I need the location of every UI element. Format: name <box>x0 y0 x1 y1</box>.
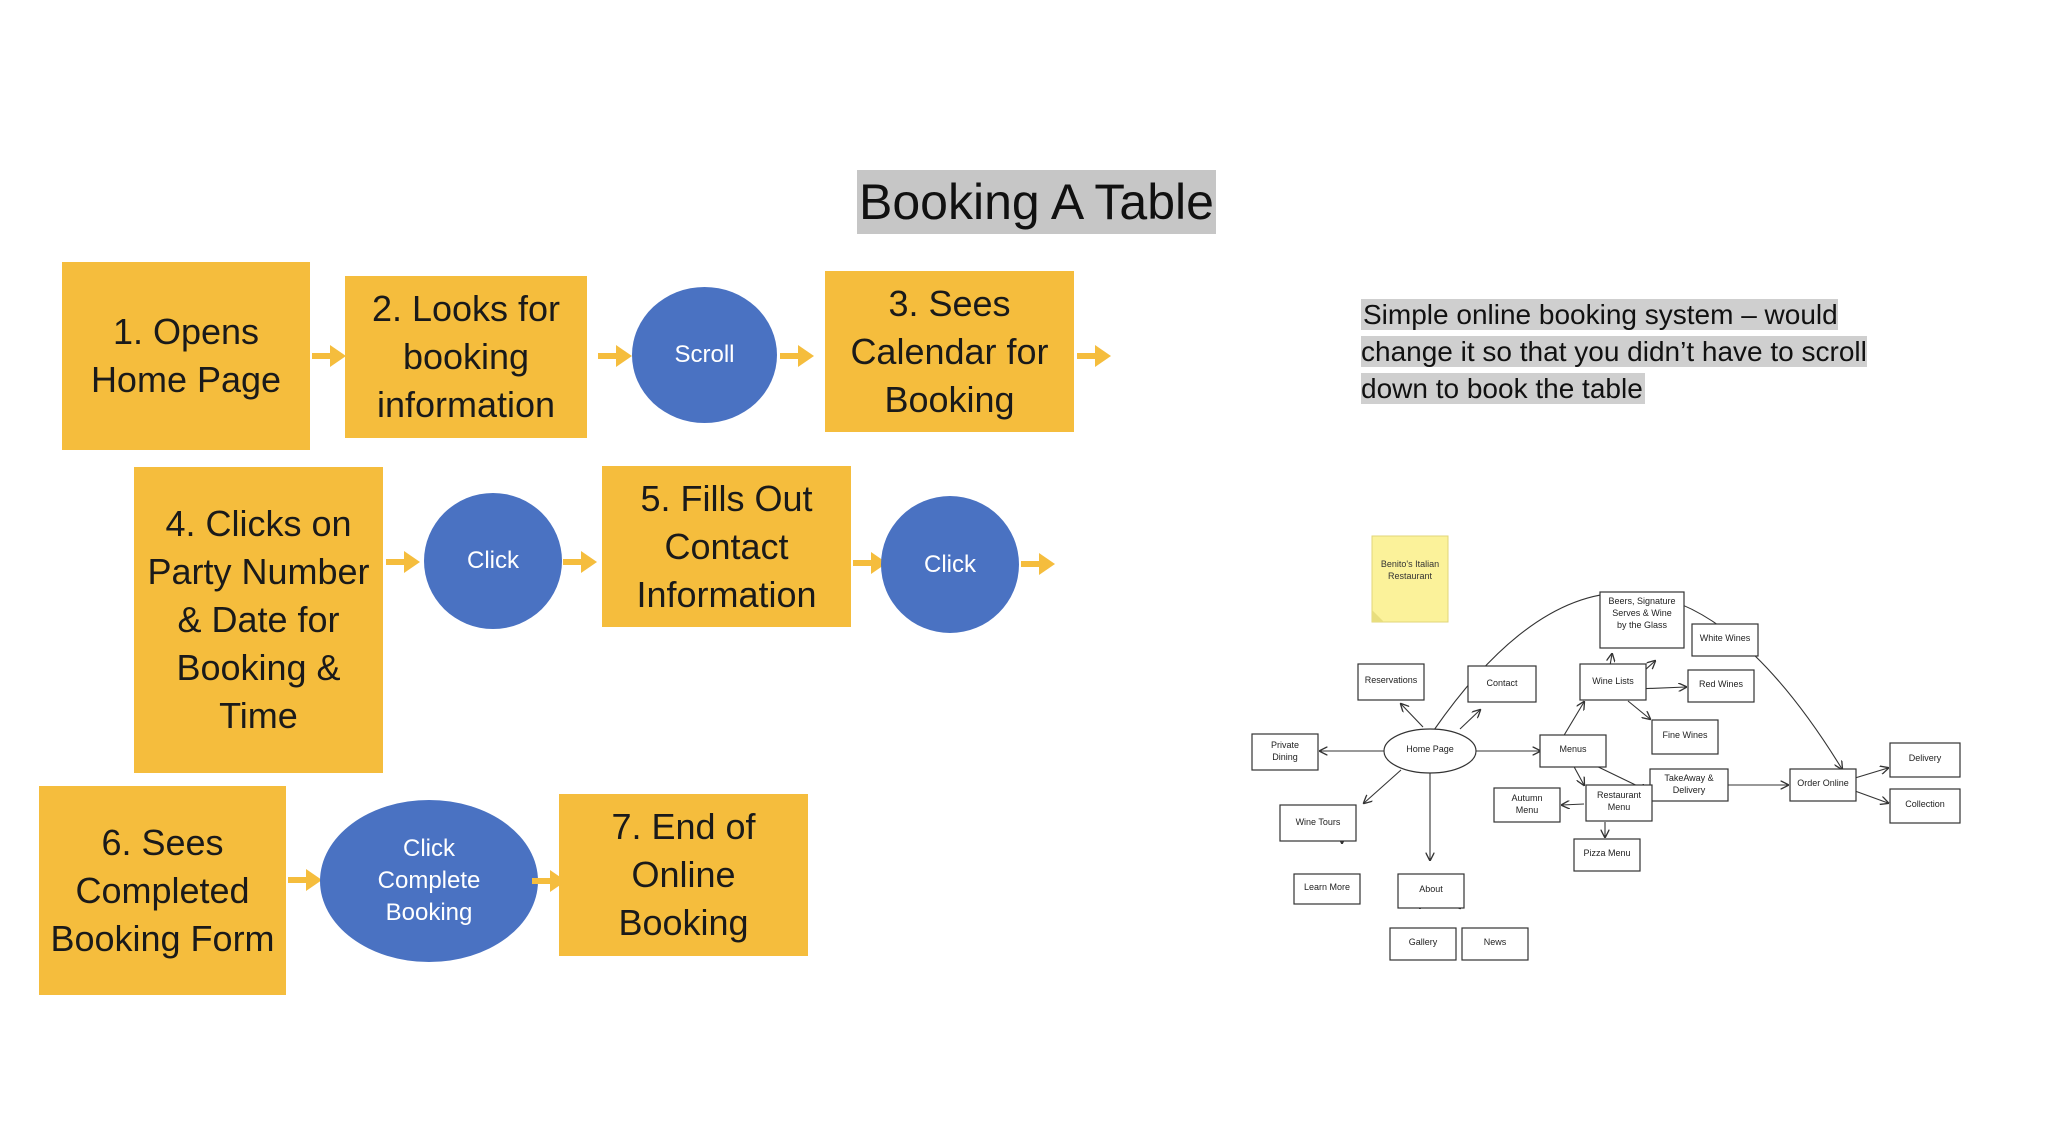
node-pizza-menu: Pizza Menu <box>1573 838 1641 872</box>
flow-arrow <box>1077 345 1111 367</box>
node-collection: Collection <box>1889 788 1961 824</box>
step-1-box: 1. Opens Home Page <box>62 262 310 450</box>
node-label: Beers, Signature Serves & Wine by the Gl… <box>1608 596 1676 630</box>
flow-arrow <box>563 551 597 573</box>
diagram-title: Booking A Table <box>857 170 1216 234</box>
node-label: Wine Tours <box>1295 817 1341 827</box>
node-label: Pizza Menu <box>1583 848 1631 858</box>
node-label: Gallery <box>1408 937 1438 947</box>
node-menus: Menus <box>1539 734 1607 768</box>
node-label: Contact <box>1486 678 1518 688</box>
node-news: News <box>1461 927 1529 961</box>
node-fine-wines: Fine Wines <box>1651 719 1719 755</box>
scroll-action-circle: Scroll <box>632 287 777 423</box>
node-about: About <box>1397 873 1465 909</box>
sticky-note: Benito's Italian Restaurant <box>1371 535 1449 623</box>
node-label: Delivery <box>1908 753 1942 763</box>
node-label: Wine Lists <box>1592 676 1634 686</box>
flow-arrow <box>780 345 814 367</box>
node-label: Menus <box>1559 744 1587 754</box>
node-label: Fine Wines <box>1662 730 1708 740</box>
step-6-box: 6. Sees Completed Booking Form <box>39 786 286 995</box>
step-4-box: 4. Clicks on Party Number & Date for Boo… <box>134 467 383 773</box>
node-takeaway-delivery: TakeAway & Delivery <box>1649 768 1729 802</box>
node-label: Restaurant Menu <box>1596 790 1642 812</box>
node-reservations: Reservations <box>1357 663 1425 701</box>
node-contact: Contact <box>1467 665 1537 703</box>
node-wine-lists: Wine Lists <box>1579 663 1647 701</box>
flow-arrow <box>1021 553 1055 575</box>
step-3-box: 3. Sees Calendar for Booking <box>825 271 1074 432</box>
flow-arrow <box>386 551 420 573</box>
step-5-box: 5. Fills Out Contact Information <box>602 466 851 627</box>
step-2-box: 2. Looks for booking information <box>345 276 587 438</box>
improvement-note: Simple online booking system – would cha… <box>1361 296 1921 407</box>
step-7-box: 7. End of Online Booking <box>559 794 808 956</box>
node-gallery: Gallery <box>1389 927 1457 961</box>
node-label: Order Online <box>1797 778 1849 788</box>
flow-arrow <box>598 345 632 367</box>
node-beers: Beers, Signature Serves & Wine by the Gl… <box>1599 591 1685 649</box>
node-delivery: Delivery <box>1889 742 1961 778</box>
flow-arrow <box>312 345 346 367</box>
click-complete-booking-circle: Click Complete Booking <box>320 800 538 962</box>
node-red-wines: Red Wines <box>1687 669 1755 703</box>
flow-arrow <box>288 869 322 891</box>
node-label: News <box>1483 937 1507 947</box>
node-label: About <box>1419 884 1443 894</box>
node-label: Autumn Menu <box>1511 793 1543 815</box>
node-home-page: Home Page <box>1383 728 1477 774</box>
note-text: Simple online booking system – would cha… <box>1361 299 1867 404</box>
node-order-online: Order Online <box>1789 768 1857 802</box>
node-restaurant-menu: Restaurant Menu <box>1585 784 1653 822</box>
node-label: Home Page <box>1406 744 1454 754</box>
node-white-wines: White Wines <box>1691 623 1759 657</box>
node-autumn-menu: Autumn Menu <box>1493 787 1561 823</box>
node-wine-tours: Wine Tours <box>1279 804 1357 842</box>
click-action-circle: Click <box>881 496 1019 633</box>
node-label: Learn More <box>1303 882 1351 892</box>
node-label: Collection <box>1905 799 1945 809</box>
node-label: TakeAway & Delivery <box>1664 773 1714 795</box>
node-learn-more: Learn More <box>1293 873 1361 905</box>
node-label: Private Dining <box>1270 740 1299 762</box>
site-map-diagram: Benito's Italian Restaurant Home Page Re… <box>1251 535 1961 961</box>
click-action-circle: Click <box>424 493 562 629</box>
node-label: Red Wines <box>1698 679 1743 689</box>
node-private-dining: Private Dining <box>1251 733 1319 771</box>
node-label: Reservations <box>1364 675 1418 685</box>
sticky-note-text: Benito's Italian Restaurant <box>1380 559 1440 581</box>
node-label: White Wines <box>1699 633 1751 643</box>
